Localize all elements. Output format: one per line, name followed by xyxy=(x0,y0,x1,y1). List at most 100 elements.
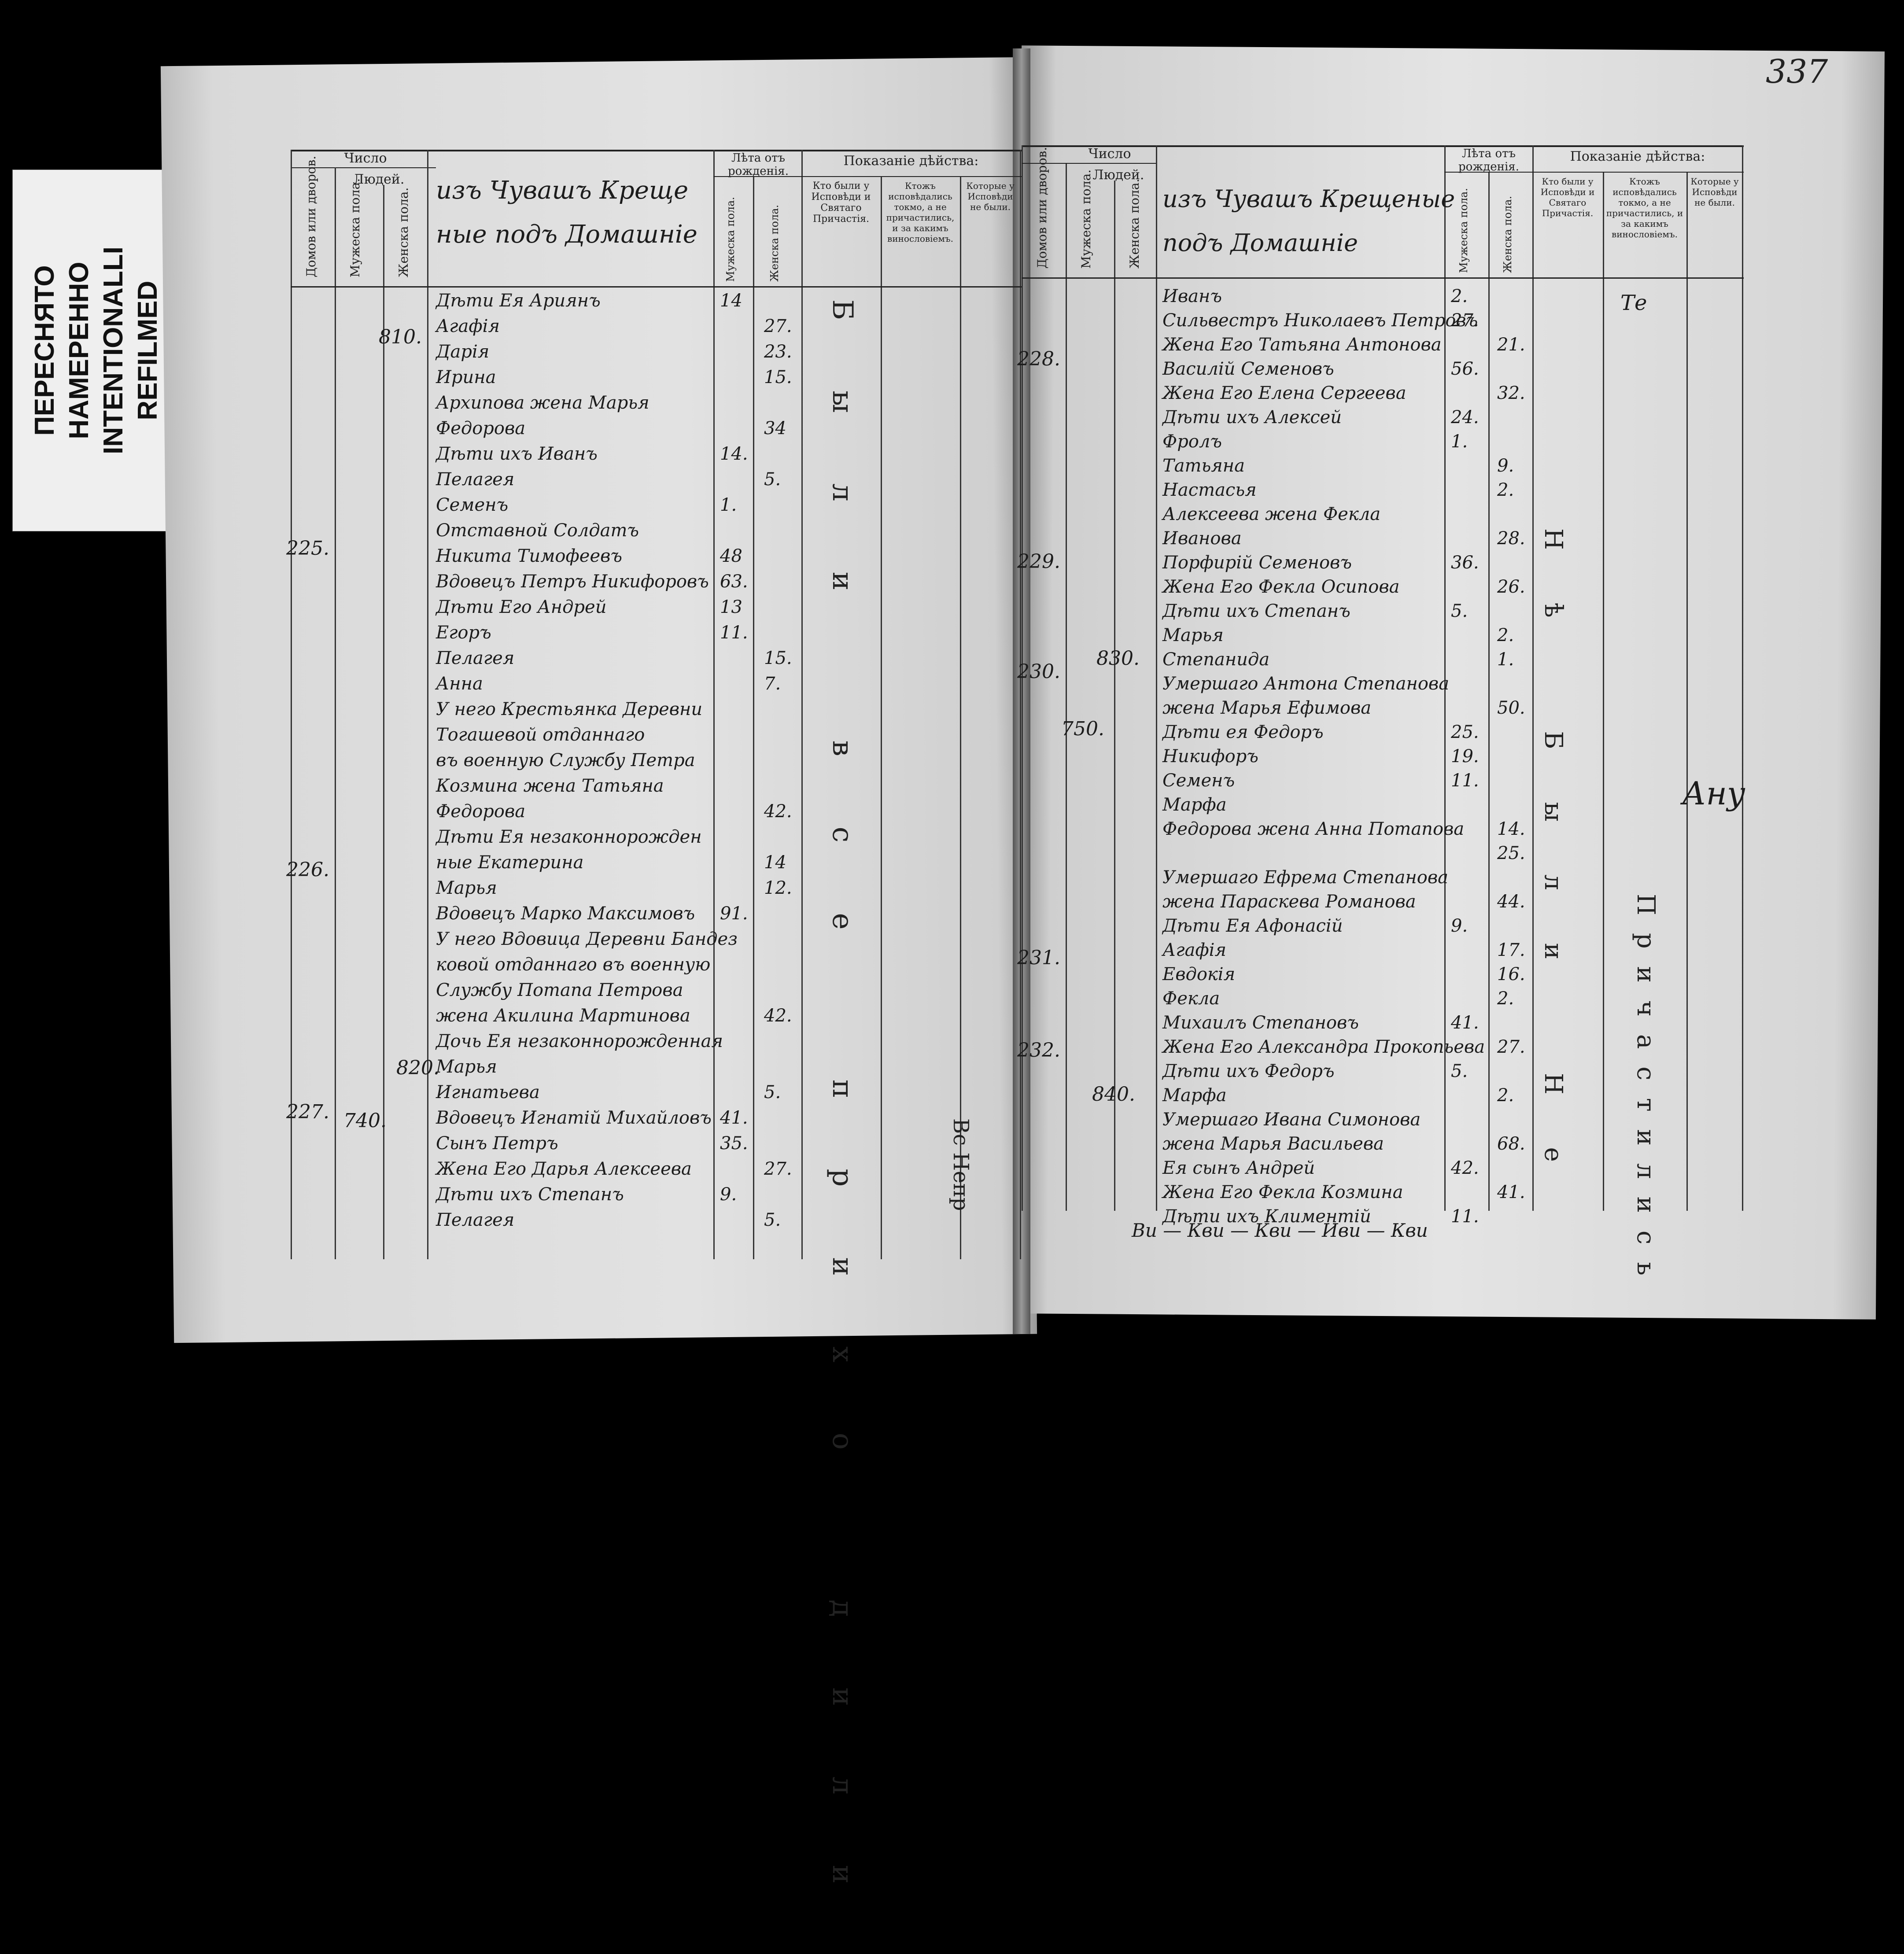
entry-male-age: 41. xyxy=(1451,1013,1479,1033)
entry-female-age: 27. xyxy=(1497,1037,1525,1057)
entry-female-age: 2. xyxy=(1497,1085,1514,1106)
entry-name: Дочь Ея незаконнорожденная xyxy=(436,1031,723,1051)
entry-name: Порфирій Семеновъ xyxy=(1162,553,1352,573)
entry-female-age: 28. xyxy=(1497,528,1525,549)
header-rule xyxy=(1444,172,1744,173)
entry-male-age: 91. xyxy=(720,903,748,924)
entry-name: Фролъ xyxy=(1162,431,1222,452)
header-kto-byli: Кто были у Исповѣди и Святаго Причастія. xyxy=(811,181,871,225)
header-leta-r: Лѣта отъ рожденія. xyxy=(1458,147,1519,173)
header-kto-byli-r: Кто были у Исповѣди и Святаго Причастія. xyxy=(1540,176,1595,218)
entry-name: Василій Семеновъ xyxy=(1162,359,1334,379)
entry-female-age: 44. xyxy=(1497,892,1525,912)
entry-male-age: 14 xyxy=(720,291,742,311)
refilm-label-text: ПЕРЕСНЯТО НАМЕРЕННО INTENTIONALLI REFILM… xyxy=(30,247,163,454)
entry-name: Егоръ xyxy=(436,623,491,643)
header-kotorye-r: Которые у Исповѣди не были. xyxy=(1690,176,1739,208)
entry-female-age: 23. xyxy=(764,342,792,362)
header-muzhska-r: Мужеска пола. xyxy=(1079,169,1093,269)
entry-female-age: 27. xyxy=(764,1159,792,1179)
col-rule xyxy=(1066,163,1067,1211)
signature: Ану xyxy=(1682,775,1745,812)
header-kotorye: Которые у Исповѣди не были. xyxy=(966,181,1015,212)
entry-male-age: 9. xyxy=(1451,916,1468,936)
entry-female-age: 16. xyxy=(1497,964,1525,984)
entry-name: Службу Потапа Петрова xyxy=(436,980,683,1000)
col-rule xyxy=(427,150,428,1259)
entry-female-age: 21. xyxy=(1497,335,1525,355)
house-number: 228. xyxy=(1017,348,1060,370)
col-rule xyxy=(291,150,292,1259)
house-number: 230. xyxy=(1017,660,1060,683)
col-rule xyxy=(1488,172,1490,1211)
entry-name: Никита Тимофеевъ xyxy=(436,546,623,566)
header-zhenska: Женска пола. xyxy=(396,187,411,277)
entry-name: Умершаго Ивана Симонова xyxy=(1162,1110,1421,1130)
entry-female-age: 2. xyxy=(1497,480,1514,500)
entry-female-age: 2. xyxy=(1497,988,1514,1009)
col-rule xyxy=(753,176,754,1259)
left-heading-line2: ные подъ Домашніе xyxy=(436,220,697,249)
entry-name: Марья xyxy=(436,878,497,898)
entry-female-age: 14. xyxy=(1497,819,1525,839)
entry-female-age: 41. xyxy=(1497,1182,1525,1202)
entry-name: Пелагея xyxy=(436,648,515,668)
entry-male-age: 35. xyxy=(720,1133,748,1154)
right-column-note-2: Нѣ Были Не xyxy=(1539,528,1568,1215)
entry-name: Жена Его Фекла Осипова xyxy=(1162,577,1400,597)
entry-name: У него Крестьянка Деревни xyxy=(436,699,703,719)
header-domov: Домов или дворов. xyxy=(304,155,318,277)
entry-name: Иванова xyxy=(1162,528,1242,549)
entry-female-age: 15. xyxy=(764,367,792,387)
entry-name: Настасья xyxy=(1162,480,1257,500)
entry-male-age: 24. xyxy=(1451,407,1479,428)
entry-name: Отставной Солдатъ xyxy=(436,520,639,541)
house-number: 229. xyxy=(1017,550,1060,573)
header-chislo-r: Число xyxy=(1088,146,1131,162)
entry-male-age: 2. xyxy=(1451,286,1468,306)
entry-name: Марья xyxy=(436,1057,497,1077)
margin-number: 840. xyxy=(1092,1083,1135,1106)
header-chislo: Число xyxy=(344,151,387,166)
entry-name: жена Акилина Мартинова xyxy=(436,1006,690,1026)
margin-number: 830. xyxy=(1096,647,1140,670)
right-heading-line2: подъ Домашніе xyxy=(1162,229,1358,257)
margin-number: 740. xyxy=(343,1110,387,1132)
entry-name: Фекла xyxy=(1162,988,1220,1009)
entry-male-age: 11. xyxy=(1451,771,1479,791)
left-register-table: Число Людей. Домов или дворов. Мужеска п… xyxy=(286,150,1022,1954)
house-number: 227. xyxy=(286,1101,329,1123)
entry-female-age: 68. xyxy=(1497,1134,1525,1154)
entry-male-age: 5. xyxy=(1451,1061,1468,1081)
entry-female-age: 26. xyxy=(1497,577,1525,597)
entry-female-age: 1. xyxy=(1497,649,1514,670)
entry-name: Иванъ xyxy=(1162,286,1222,306)
col-rule xyxy=(1603,172,1604,1211)
entry-name: Умершаго Ефрема Степанова xyxy=(1162,867,1448,888)
entry-name: Татьяна xyxy=(1162,456,1245,476)
entry-female-age: 15. xyxy=(764,648,792,668)
entry-male-age: 25. xyxy=(1451,722,1479,742)
col-rule xyxy=(1742,145,1743,1211)
header-pokazanie-r: Показаніе дѣйства: xyxy=(1570,149,1705,164)
entry-name: Дѣти Ея Ариянъ xyxy=(436,291,601,311)
entry-name: Марфа xyxy=(1162,795,1227,815)
entry-name: Никифоръ xyxy=(1162,746,1258,767)
entry-name: Вдовецъ Марко Максимовъ xyxy=(436,903,695,924)
header-rule xyxy=(713,176,1022,177)
col-rule xyxy=(1444,145,1446,1211)
entry-male-age: 27. xyxy=(1451,310,1479,331)
entry-female-age: 7. xyxy=(764,674,781,694)
entry-female-age: 50. xyxy=(1497,698,1525,718)
entry-name: Козмина жена Татьяна xyxy=(436,776,664,796)
entry-name: Вдовецъ Игнатій Михайловъ xyxy=(436,1108,712,1128)
entry-name: Дѣти ихъ Федоръ xyxy=(1162,1061,1335,1081)
entry-female-age: 9. xyxy=(1497,456,1514,476)
entry-name: жена Марья Ефимова xyxy=(1162,698,1372,718)
entry-name: Жена Его Александра Прокопьева xyxy=(1162,1037,1485,1057)
header-leta-zhen: Женска пола. xyxy=(768,204,781,282)
entry-male-age: 1. xyxy=(1451,431,1468,452)
entry-male-age: 36. xyxy=(1451,553,1479,573)
entry-name: Игнатьева xyxy=(436,1082,540,1102)
entry-name: Семенъ xyxy=(436,495,509,515)
